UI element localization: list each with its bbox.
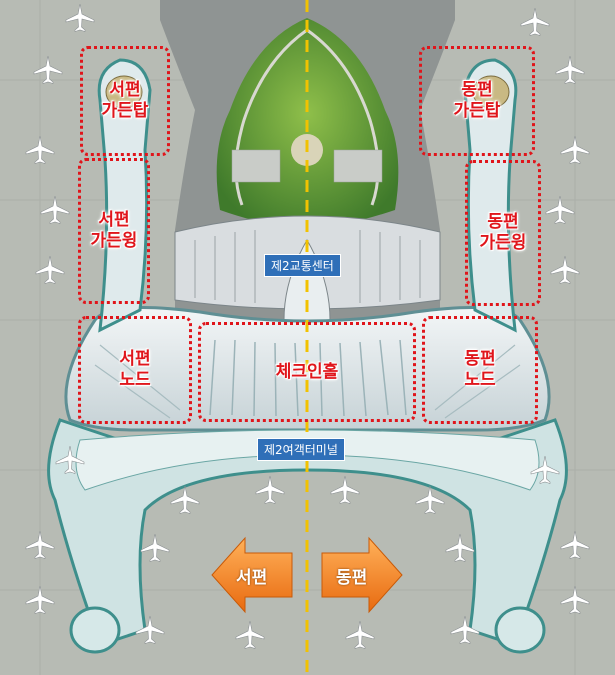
- node-roof-ribs: [94, 344, 521, 419]
- zone-west-garden-wing[interactable]: 서편 가든윙: [78, 158, 150, 304]
- east-garden-tower-dome: [472, 75, 510, 109]
- transport-center-tag: 제2교통센터: [264, 254, 341, 277]
- east-direction-arrow: [321, 536, 403, 614]
- east-direction-label: 동편: [336, 568, 368, 588]
- zone-west-node[interactable]: 서편 노드: [78, 316, 192, 424]
- west-garden-wing-pier: [97, 58, 152, 333]
- zone-east-garden-top[interactable]: 동편 가든탑: [419, 46, 535, 156]
- zone-east-garden-wing[interactable]: 동편 가든윙: [465, 160, 541, 306]
- parking-lots: [231, 149, 383, 183]
- zone-label-west-garden-top: 서편 가든탑: [101, 80, 149, 121]
- terminal-tag: 제2여객터미널: [257, 438, 345, 461]
- west-direction-label: 서편: [236, 568, 268, 588]
- zone-label-checkin-hall: 체크인홀: [275, 361, 339, 382]
- zone-label-east-node: 동편 노드: [464, 349, 496, 390]
- west-garden-tower-dome: [105, 75, 143, 109]
- zone-east-node[interactable]: 동편 노드: [422, 316, 538, 424]
- zone-label-east-garden-wing: 동편 가든윙: [479, 212, 527, 253]
- checkin-roof-ribs: [209, 339, 407, 417]
- west-pier-tip: [69, 606, 121, 654]
- west-direction-arrow: [211, 536, 293, 614]
- east-garden-wing-pier: [463, 58, 518, 333]
- east-pier-tip: [494, 606, 546, 654]
- zone-label-east-garden-top: 동편 가든탑: [453, 80, 501, 121]
- zone-west-garden-top[interactable]: 서편 가든탑: [80, 46, 170, 156]
- zone-label-west-garden-wing: 서편 가든윙: [90, 210, 138, 251]
- zone-label-west-node: 서편 노드: [119, 349, 151, 390]
- zone-checkin-hall[interactable]: 체크인홀: [198, 322, 416, 422]
- transport-center-roof-lines: [194, 230, 421, 303]
- concourse-inner-roof: [75, 429, 540, 491]
